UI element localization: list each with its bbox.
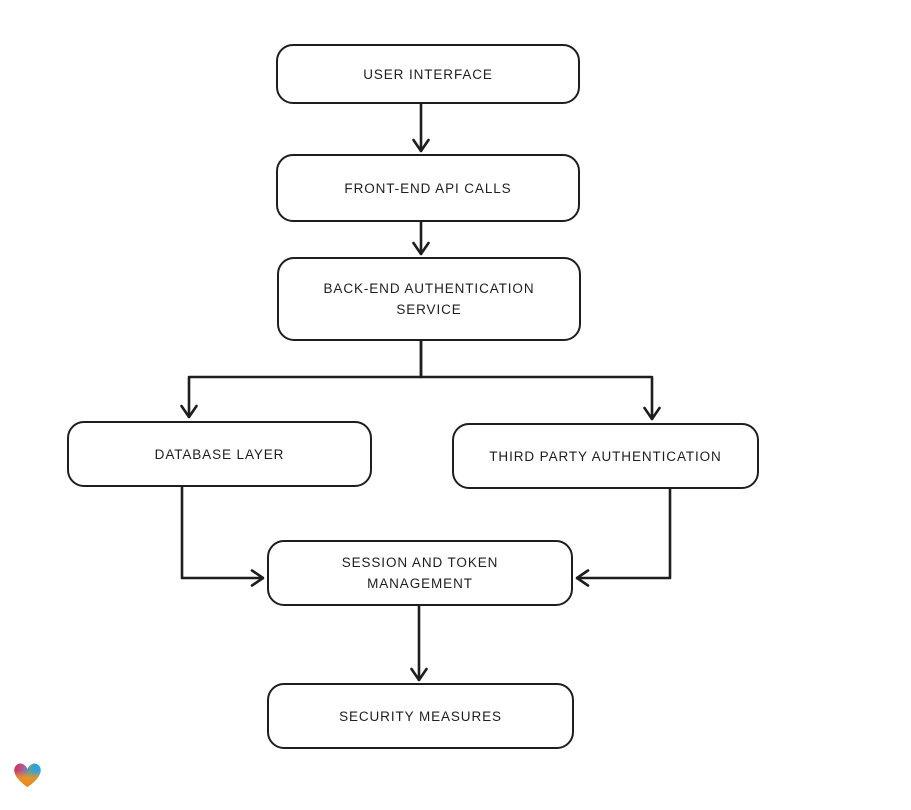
- edge-backend-auth-to-third-party-auth: [419, 339, 652, 421]
- node-user-interface: USER INTERFACE: [276, 44, 580, 104]
- node-database-layer-label: DATABASE LAYER: [154, 446, 285, 462]
- node-frontend-api-calls: FRONT-END API CALLS: [276, 154, 580, 222]
- edge-database-layer-to-session-token: [180, 485, 265, 578]
- node-database-layer: DATABASE LAYER: [67, 421, 372, 487]
- node-security-measures-label: SECURITY MEASURES: [339, 708, 502, 724]
- edge-backend-auth-to-database-layer: [189, 339, 423, 419]
- node-session-and-token-management-label: SESSION AND TOKEN MANAGEMENT: [341, 555, 499, 591]
- edge-third-party-auth-to-session-token: [575, 487, 672, 578]
- node-security-measures: SECURITY MEASURES: [267, 683, 574, 749]
- node-user-interface-label: USER INTERFACE: [363, 66, 493, 82]
- node-backend-authentication-service-label: BACK-END AUTHENTICATION SERVICE: [323, 281, 535, 317]
- heart-gradient-logo[interactable]: [12, 760, 43, 790]
- node-session-and-token-management: SESSION AND TOKEN MANAGEMENT: [267, 540, 573, 606]
- node-third-party-authentication: THIRD PARTY AUTHENTICATION: [452, 423, 759, 489]
- node-third-party-authentication-label: THIRD PARTY AUTHENTICATION: [489, 448, 722, 464]
- node-frontend-api-calls-label: FRONT-END API CALLS: [344, 180, 512, 196]
- heart-icon: [14, 763, 41, 788]
- node-backend-authentication-service: BACK-END AUTHENTICATION SERVICE: [277, 257, 581, 341]
